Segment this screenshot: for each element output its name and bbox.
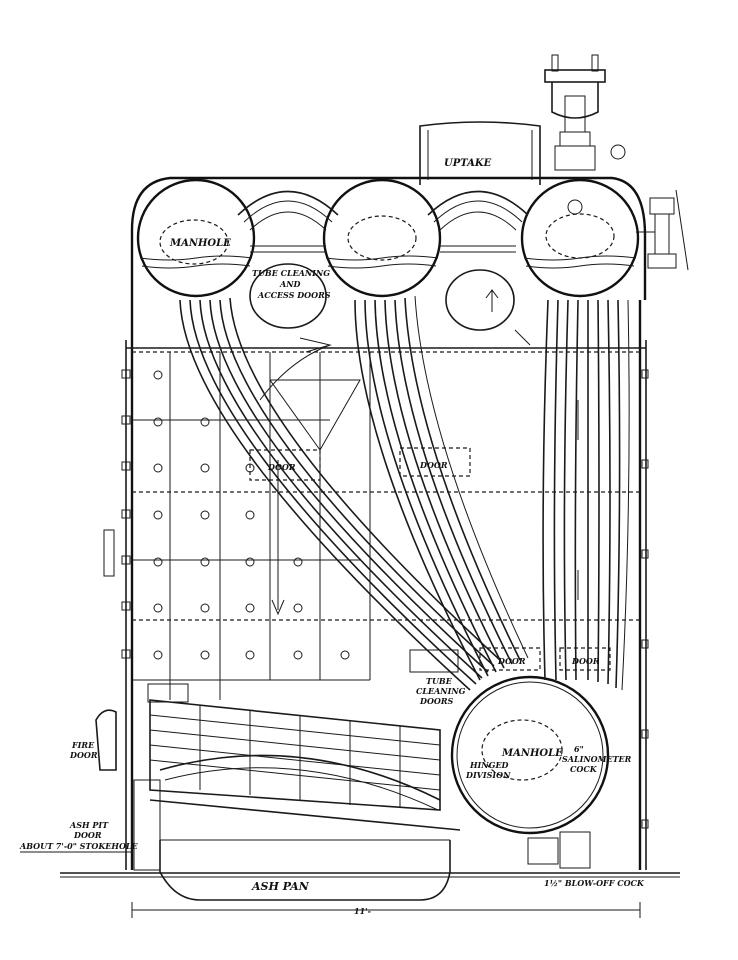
- grate: [149, 754, 461, 831]
- label-salinometer-1: 6": [574, 744, 584, 754]
- label-hinged-2: DIVISION: [465, 770, 511, 780]
- tube-bank-center: [354, 295, 529, 681]
- label-tube-cleaning-top-3: ACCESS DOORS: [257, 290, 331, 300]
- fire-door: [95, 709, 161, 871]
- label-tube-cleaning-low-1: TUBE: [426, 676, 453, 686]
- label-door-left: DOOR: [267, 462, 296, 472]
- upper-drum-center: [322, 178, 442, 298]
- dimension-line: [20, 851, 641, 918]
- blow-off-cock: [527, 831, 591, 869]
- tube-bank-left: [179, 297, 501, 691]
- label-ash-pit-2: DOOR: [73, 830, 102, 840]
- tube-bank-right: [542, 299, 630, 691]
- upper-drum-right: [520, 178, 640, 298]
- intermediate-drum-right: [427, 190, 529, 331]
- label-tube-cleaning-top-2: AND: [279, 279, 301, 289]
- label-door-right-lower: DOOR: [497, 656, 526, 666]
- label-stokehole: ABOUT 7'-0" STOKEHOLE: [19, 841, 139, 851]
- lower-water-drum: [450, 675, 610, 835]
- label-door-right: DOOR: [571, 656, 600, 666]
- label-dimension: 11'-: [354, 906, 371, 916]
- ash-pan: [159, 839, 451, 901]
- flue-gas-baffle: [259, 329, 579, 616]
- intermediate-drum-left: [237, 190, 339, 329]
- label-uptake: UPTAKE: [444, 158, 492, 169]
- label-salinometer-2: SALINOMETER: [562, 754, 632, 764]
- upper-drum-left: [136, 178, 256, 298]
- label-door-center: DOOR: [419, 460, 448, 470]
- label-manhole-bottom: MANHOLE: [501, 748, 563, 759]
- label-ash-pan: ASH PAN: [251, 880, 310, 893]
- label-tube-cleaning-low-2: CLEANING: [416, 686, 466, 696]
- casing-panels: [103, 352, 649, 829]
- uptake: [419, 121, 541, 185]
- label-manhole-top: MANHOLE: [169, 238, 231, 249]
- label-fire-door-2: DOOR: [69, 750, 98, 760]
- furnace-firebrick: [147, 683, 441, 811]
- label-fire-door-1: FIRE: [71, 740, 95, 750]
- label-blow-off: 1½" BLOW-OFF COCK: [544, 878, 645, 888]
- label-ash-pit-1: ASH PIT: [69, 820, 109, 830]
- label-salinometer-3: COCK: [570, 764, 598, 774]
- label-tube-cleaning-low-3: DOORS: [419, 696, 454, 706]
- water-gauge-fitting: [636, 189, 689, 271]
- door-panels: [249, 447, 611, 673]
- label-tube-cleaning-top-1: TUBE CLEANING: [252, 268, 330, 278]
- label-hinged-1: HINGED: [469, 760, 509, 770]
